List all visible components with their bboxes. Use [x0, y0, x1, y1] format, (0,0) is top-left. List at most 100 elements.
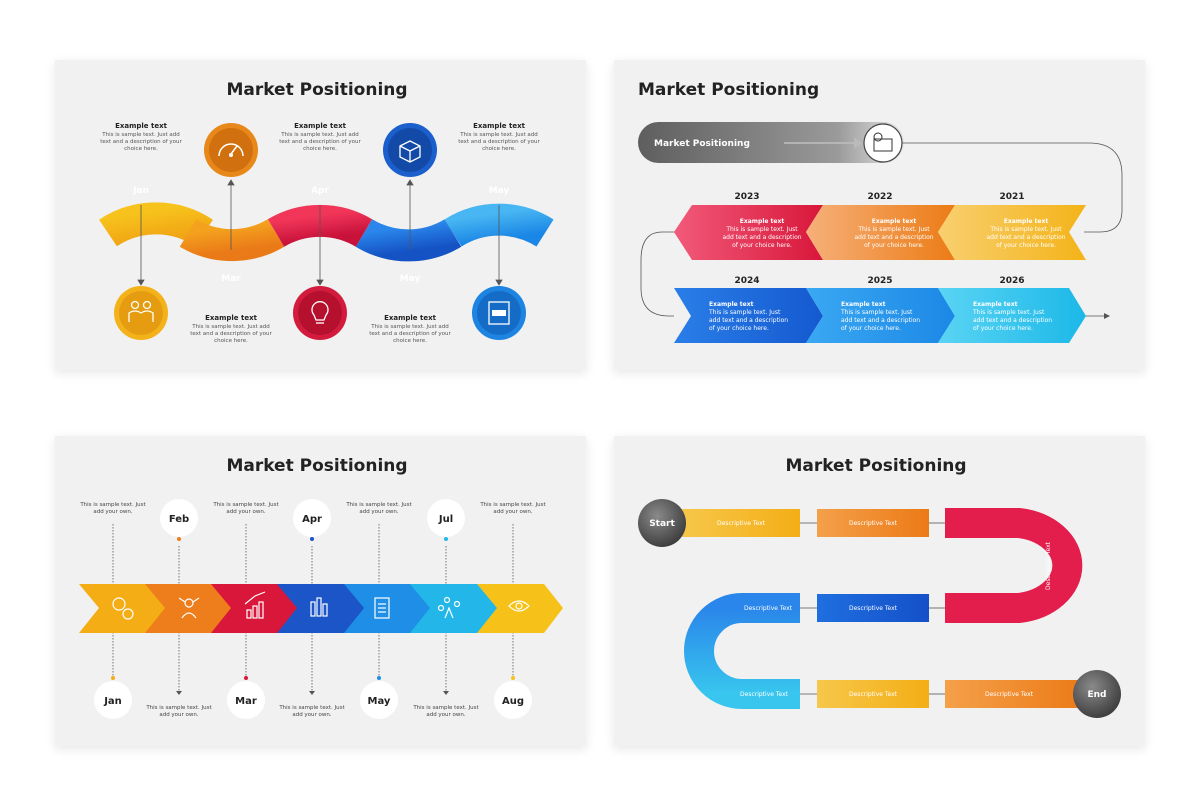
year-label: 2021	[999, 192, 1024, 202]
svg-text:This is sample text. Just: This is sample text. Just	[989, 226, 1062, 233]
svg-text:add text and a description: add text and a description	[854, 234, 933, 241]
arrow-segment	[410, 584, 498, 633]
svg-text:text and a description of your: text and a description of your	[458, 139, 540, 145]
svg-text:Example text: Example text	[115, 122, 168, 130]
svg-text:Example text: Example text	[872, 218, 917, 225]
svg-text:This is sample text. Just add: This is sample text. Just add	[459, 132, 537, 138]
step-bar	[945, 680, 1085, 708]
svg-text:This is sample text. Just: This is sample text. Just	[972, 309, 1045, 316]
wave-label: Mar	[221, 274, 241, 284]
svg-text:of your choice here.: of your choice here.	[973, 325, 1033, 332]
step-bar	[817, 509, 929, 537]
chevron-diagram: Market Positioning Market Positioning 20…	[638, 80, 1123, 343]
svg-text:add text and a description: add text and a description	[709, 317, 788, 324]
note-text: add your own.	[159, 712, 199, 718]
svg-text:This is sample text. Just: This is sample text. Just	[840, 309, 913, 316]
wave-diagram: Market Positioning Jan Mar Apr May May	[99, 80, 554, 344]
note-text: This is sample text. Just	[79, 502, 146, 508]
slide3-title: Market Positioning	[226, 456, 407, 476]
note-text: This is sample text. Just	[145, 705, 212, 711]
svg-text:of your choice here.: of your choice here.	[841, 325, 901, 332]
svg-text:Start: Start	[649, 519, 675, 529]
month-bubble: Jan	[94, 676, 132, 719]
bar-chart-icon	[310, 597, 328, 617]
svg-text:of your choice here.: of your choice here.	[996, 242, 1056, 249]
month-bubble: Aug	[494, 676, 532, 719]
svg-text:choice here.: choice here.	[214, 338, 248, 344]
svg-text:Jan: Jan	[103, 696, 122, 707]
new-document-icon	[472, 286, 526, 340]
end-node: End	[1073, 670, 1121, 718]
svg-text:add text and a description: add text and a description	[722, 234, 801, 241]
chevron-2025	[806, 288, 955, 343]
svg-text:Example text: Example text	[841, 301, 886, 308]
svg-text:of your choice here.: of your choice here.	[732, 242, 792, 249]
step-label: Descriptive Text	[740, 691, 789, 698]
chevron-2026	[938, 288, 1086, 343]
svg-text:text and a description of your: text and a description of your	[279, 139, 361, 145]
checklist-icon	[374, 597, 390, 619]
snake-diagram: Market Positioning Descriptive Text Desc…	[638, 456, 1121, 718]
wave-label: Apr	[311, 186, 329, 196]
lightbulb-icon	[293, 286, 347, 340]
svg-text:Jul: Jul	[438, 514, 453, 525]
svg-text:This is sample text. Just: This is sample text. Just	[857, 226, 930, 233]
wave-arc-may-low	[355, 219, 462, 262]
chevron-2021	[938, 205, 1086, 260]
note-text: This is sample text. Just	[479, 502, 546, 508]
step-label: Descriptive Text	[849, 605, 898, 612]
month-bubble: Mar	[227, 676, 265, 719]
red-turn	[945, 508, 1083, 623]
svg-text:Apr: Apr	[302, 514, 322, 525]
svg-text:Feb: Feb	[169, 514, 189, 525]
svg-text:choice here.: choice here.	[393, 338, 427, 344]
step-label: Descriptive Text	[1045, 541, 1052, 590]
svg-text:choice here.: choice here.	[303, 146, 337, 152]
slide1-title: Market Positioning	[226, 80, 407, 100]
box-icon	[383, 123, 437, 177]
device-icon	[863, 123, 903, 163]
chevron-2022	[806, 205, 955, 260]
svg-text:choice here.: choice here.	[124, 146, 158, 152]
step-bar	[817, 594, 929, 622]
text-block: Example text This is sample text. Just a…	[458, 122, 540, 152]
step-label: Descriptive Text	[744, 605, 793, 612]
step-label: Descriptive Text	[849, 691, 898, 698]
note-text: This is sample text. Just	[345, 502, 412, 508]
svg-text:add text and a description: add text and a description	[841, 317, 920, 324]
year-label: 2026	[999, 276, 1024, 286]
start-node: Start	[638, 499, 686, 547]
svg-text:add text and a description: add text and a description	[986, 234, 1065, 241]
slide4-title: Market Positioning	[785, 456, 966, 476]
speedometer-icon	[204, 123, 258, 177]
year-label: 2024	[734, 276, 759, 286]
arrow-segment	[145, 584, 232, 633]
analytics-eye-icon	[508, 600, 530, 612]
slide-arrow-timeline: Market Positioning Feb	[55, 436, 586, 746]
slide-snake-roadmap: Market Positioning Descriptive Text Desc…	[614, 436, 1145, 746]
month-bubble: Apr	[293, 499, 331, 541]
note-text: add your own.	[359, 509, 399, 515]
svg-text:Example text: Example text	[384, 314, 437, 322]
step-label: Descriptive Text	[849, 520, 898, 527]
year-label: 2023	[734, 192, 759, 202]
svg-text:Example text: Example text	[1004, 218, 1049, 225]
year-label: 2022	[867, 192, 892, 202]
svg-text:Aug: Aug	[502, 696, 524, 707]
chevron-2023	[674, 205, 823, 260]
text-block: Example text This is sample text. Just a…	[279, 122, 361, 152]
svg-text:Example text: Example text	[740, 218, 785, 225]
note-text: This is sample text. Just	[278, 705, 345, 711]
connector-line	[902, 142, 1123, 233]
slide2-title: Market Positioning	[638, 80, 819, 100]
month-bubble: May	[360, 676, 398, 719]
note-text: This is sample text. Just	[412, 705, 479, 711]
svg-text:End: End	[1088, 690, 1107, 700]
svg-text:text and a description of your: text and a description of your	[369, 331, 451, 337]
text-block: Example text This is sample text. Just a…	[190, 314, 272, 344]
svg-text:Example text: Example text	[709, 301, 754, 308]
note-text: add your own.	[226, 509, 266, 515]
note-text: This is sample text. Just	[212, 502, 279, 508]
growth-chart-icon	[244, 591, 266, 619]
slide-year-chevrons: Market Positioning Market Positioning 20…	[614, 60, 1145, 370]
